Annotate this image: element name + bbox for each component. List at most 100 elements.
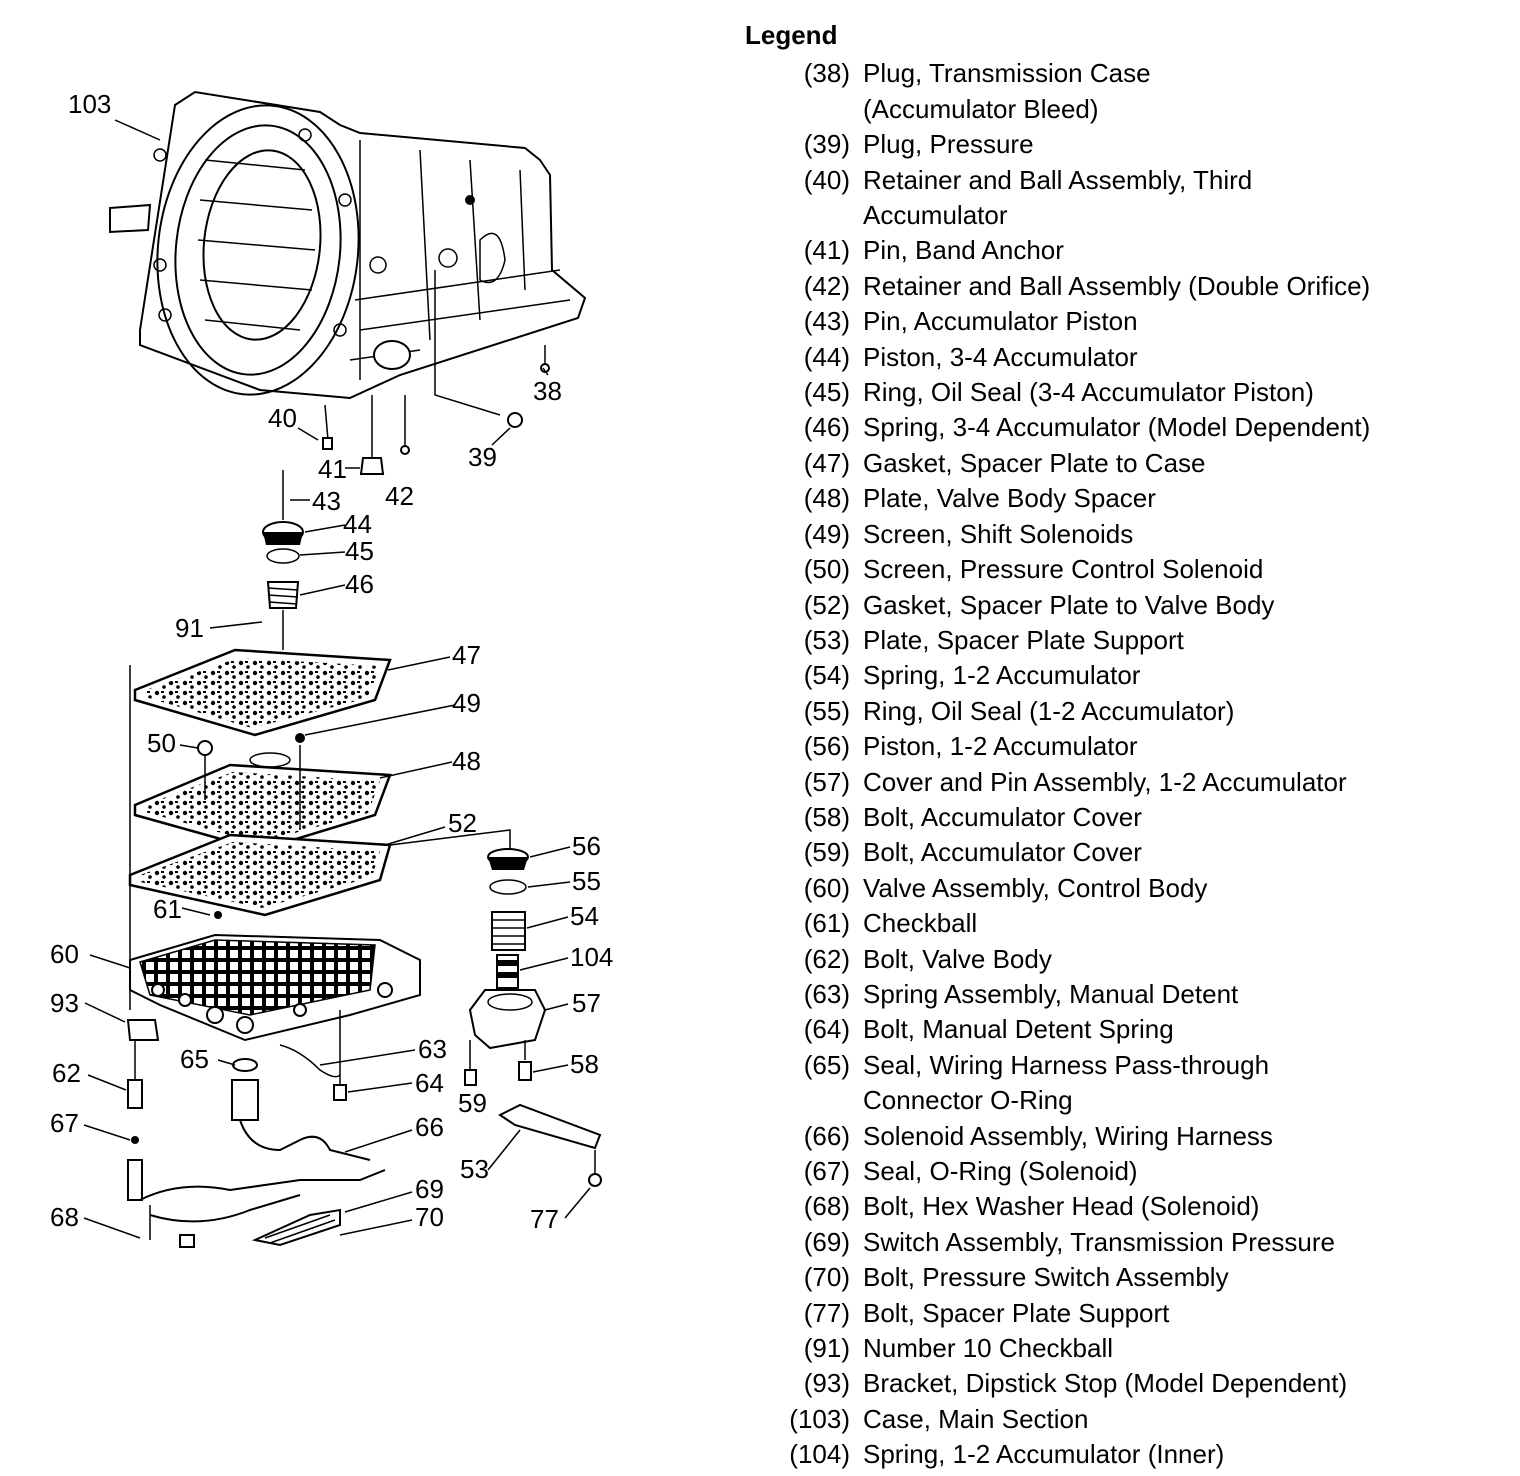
- callout-64: 64: [415, 1068, 444, 1098]
- callout-55: 55: [572, 866, 601, 896]
- legend-item-description: Plate, Spacer Plate Support: [863, 624, 1184, 655]
- legend-item-description: Bolt, Manual Detent Spring: [863, 1014, 1174, 1045]
- legend-item-number: (57): [803, 766, 850, 797]
- legend-item-description: Seal, O-Ring (Solenoid): [863, 1156, 1138, 1186]
- exploded-view-diagram: 103 38 39 40 41 42 43 44 45 46 91 47 49 …: [50, 89, 613, 1248]
- accumulator-stack: [464, 848, 602, 1187]
- legend-item-number: (42): [803, 270, 850, 301]
- legend-item-description: Spring, 1-2 Accumulator (Inner): [863, 1439, 1225, 1470]
- legend-item-description: Plate, Valve Body Spacer: [863, 483, 1156, 514]
- callout-60: 60: [50, 939, 79, 969]
- callout-45: 45: [345, 536, 374, 566]
- legend-item-description: Bolt, Valve Body: [863, 943, 1052, 974]
- legend-item-description: Switch Assembly, Transmission Pressure: [863, 1226, 1335, 1257]
- legend-item: (49) Screen, Shift Solenoids: [745, 517, 1505, 552]
- legend-item-number: [745, 1083, 863, 1118]
- legend-item: (48) Plate, Valve Body Spacer: [745, 481, 1505, 516]
- legend-item-number: (62): [803, 943, 850, 974]
- legend-item-description: Screen, Pressure Control Solenoid: [863, 554, 1264, 585]
- legend-item-description: Number 10 Checkball: [863, 1333, 1114, 1364]
- callout-70: 70: [415, 1202, 444, 1232]
- legend-item-number: (50): [803, 554, 850, 585]
- legend-item: (70) Bolt, Pressure Switch Assembly: [745, 1260, 1505, 1295]
- callout-58: 58: [570, 1049, 599, 1079]
- callout-53: 53: [460, 1154, 489, 1184]
- legend-item-number: (103): [789, 1403, 850, 1434]
- legend: Legend (38) Plug, Transmission Case (Acc…: [745, 18, 1505, 1473]
- callout-62: 62: [52, 1058, 81, 1088]
- legend-item-number: [745, 198, 863, 233]
- legend-item-description: Bolt, Spacer Plate Support: [863, 1297, 1170, 1328]
- legend-item-number: (68): [803, 1191, 850, 1222]
- legend-item-description: Bolt, Accumulator Cover: [863, 837, 1142, 868]
- legend-list: (38) Plug, Transmission Case (Accumulato…: [745, 56, 1505, 1472]
- callout-57: 57: [572, 988, 601, 1018]
- callout-59: 59: [458, 1088, 487, 1118]
- legend-item: Accumulator: [745, 198, 1505, 233]
- legend-item-number: (53): [803, 624, 850, 655]
- legend-item-description: Solenoid Assembly, Wiring Harness: [863, 1120, 1273, 1151]
- legend-item: (53) Plate, Spacer Plate Support: [745, 623, 1505, 658]
- legend-item-number: (67): [803, 1156, 850, 1186]
- legend-item-number: (56): [803, 731, 850, 762]
- legend-item-description: Cover and Pin Assembly, 1-2 Accumulator: [863, 766, 1347, 797]
- legend-item-number: (38): [803, 58, 850, 89]
- legend-item-number: (66): [803, 1120, 850, 1151]
- callout-103: 103: [68, 89, 111, 119]
- callout-49: 49: [452, 688, 481, 718]
- legend-item-number: (69): [803, 1226, 850, 1257]
- legend-item: (69) Switch Assembly, Transmission Press…: [745, 1225, 1505, 1260]
- legend-item-description: Plug, Transmission Case: [863, 58, 1151, 89]
- legend-item-description: Retainer and Ball Assembly (Double Orifi…: [863, 270, 1371, 301]
- legend-item-number: (64): [803, 1014, 850, 1045]
- legend-item-description: Gasket, Spacer Plate to Case: [863, 447, 1206, 478]
- callout-91: 91: [175, 613, 204, 643]
- callout-67: 67: [50, 1108, 79, 1138]
- legend-item-number: (77): [803, 1297, 850, 1328]
- gasket-spacer-plates: [128, 648, 511, 1010]
- legend-item-number: (58): [803, 801, 850, 832]
- callout-104: 104: [570, 942, 613, 972]
- upper-small-parts: [262, 270, 550, 650]
- legend-item-number: (63): [803, 978, 850, 1009]
- legend-item: (43) Pin, Accumulator Piston: [745, 304, 1505, 339]
- legend-item: (65) Seal, Wiring Harness Pass-through: [745, 1048, 1505, 1083]
- callout-39: 39: [468, 442, 497, 472]
- legend-item-description: Pin, Accumulator Piston: [863, 306, 1138, 337]
- legend-item-description: Retainer and Ball Assembly, Third: [863, 164, 1253, 195]
- legend-item-description: (Accumulator Bleed): [863, 93, 1099, 124]
- callout-54: 54: [570, 901, 599, 931]
- callout-50: 50: [147, 728, 176, 758]
- legend-item-description: Spring, 3-4 Accumulator (Model Dependent…: [863, 412, 1371, 443]
- legend-item-number: (104): [789, 1439, 850, 1470]
- legend-item-description: Plug, Pressure: [863, 129, 1034, 160]
- legend-item-number: (41): [803, 235, 850, 266]
- legend-item: (44) Piston, 3-4 Accumulator: [745, 340, 1505, 375]
- transmission-case: [109, 90, 587, 400]
- legend-item-description: Connector O-Ring: [863, 1085, 1073, 1116]
- legend-item: (46) Spring, 3-4 Accumulator (Model Depe…: [745, 410, 1505, 445]
- legend-item-number: (52): [803, 589, 850, 620]
- legend-item-number: (39): [803, 129, 850, 160]
- legend-title: Legend: [745, 20, 838, 50]
- callout-52: 52: [448, 808, 477, 838]
- legend-item: (42) Retainer and Ball Assembly (Double …: [745, 269, 1505, 304]
- callout-41: 41: [318, 454, 347, 484]
- legend-item-number: (45): [803, 377, 850, 408]
- legend-item: (104) Spring, 1-2 Accumulator (Inner): [745, 1437, 1505, 1472]
- legend-item: (61) Checkball: [745, 906, 1505, 941]
- legend-item: (54) Spring, 1-2 Accumulator: [745, 658, 1505, 693]
- legend-item-description: Spring, 1-2 Accumulator: [863, 660, 1141, 691]
- legend-item: (52) Gasket, Spacer Plate to Valve Body: [745, 588, 1505, 623]
- legend-item: (47) Gasket, Spacer Plate to Case: [745, 446, 1505, 481]
- legend-item: (64) Bolt, Manual Detent Spring: [745, 1012, 1505, 1047]
- legend-item: (55) Ring, Oil Seal (1-2 Accumulator): [745, 694, 1505, 729]
- legend-item-number: (47): [803, 447, 850, 478]
- legend-item-description: Gasket, Spacer Plate to Valve Body: [863, 589, 1275, 620]
- legend-item: (67) Seal, O-Ring (Solenoid): [745, 1154, 1505, 1189]
- legend-item: (57) Cover and Pin Assembly, 1-2 Accumul…: [745, 765, 1505, 800]
- callout-42: 42: [385, 481, 414, 511]
- legend-item: (41) Pin, Band Anchor: [745, 233, 1505, 268]
- callout-93: 93: [50, 988, 79, 1018]
- legend-item-number: (65): [803, 1049, 850, 1080]
